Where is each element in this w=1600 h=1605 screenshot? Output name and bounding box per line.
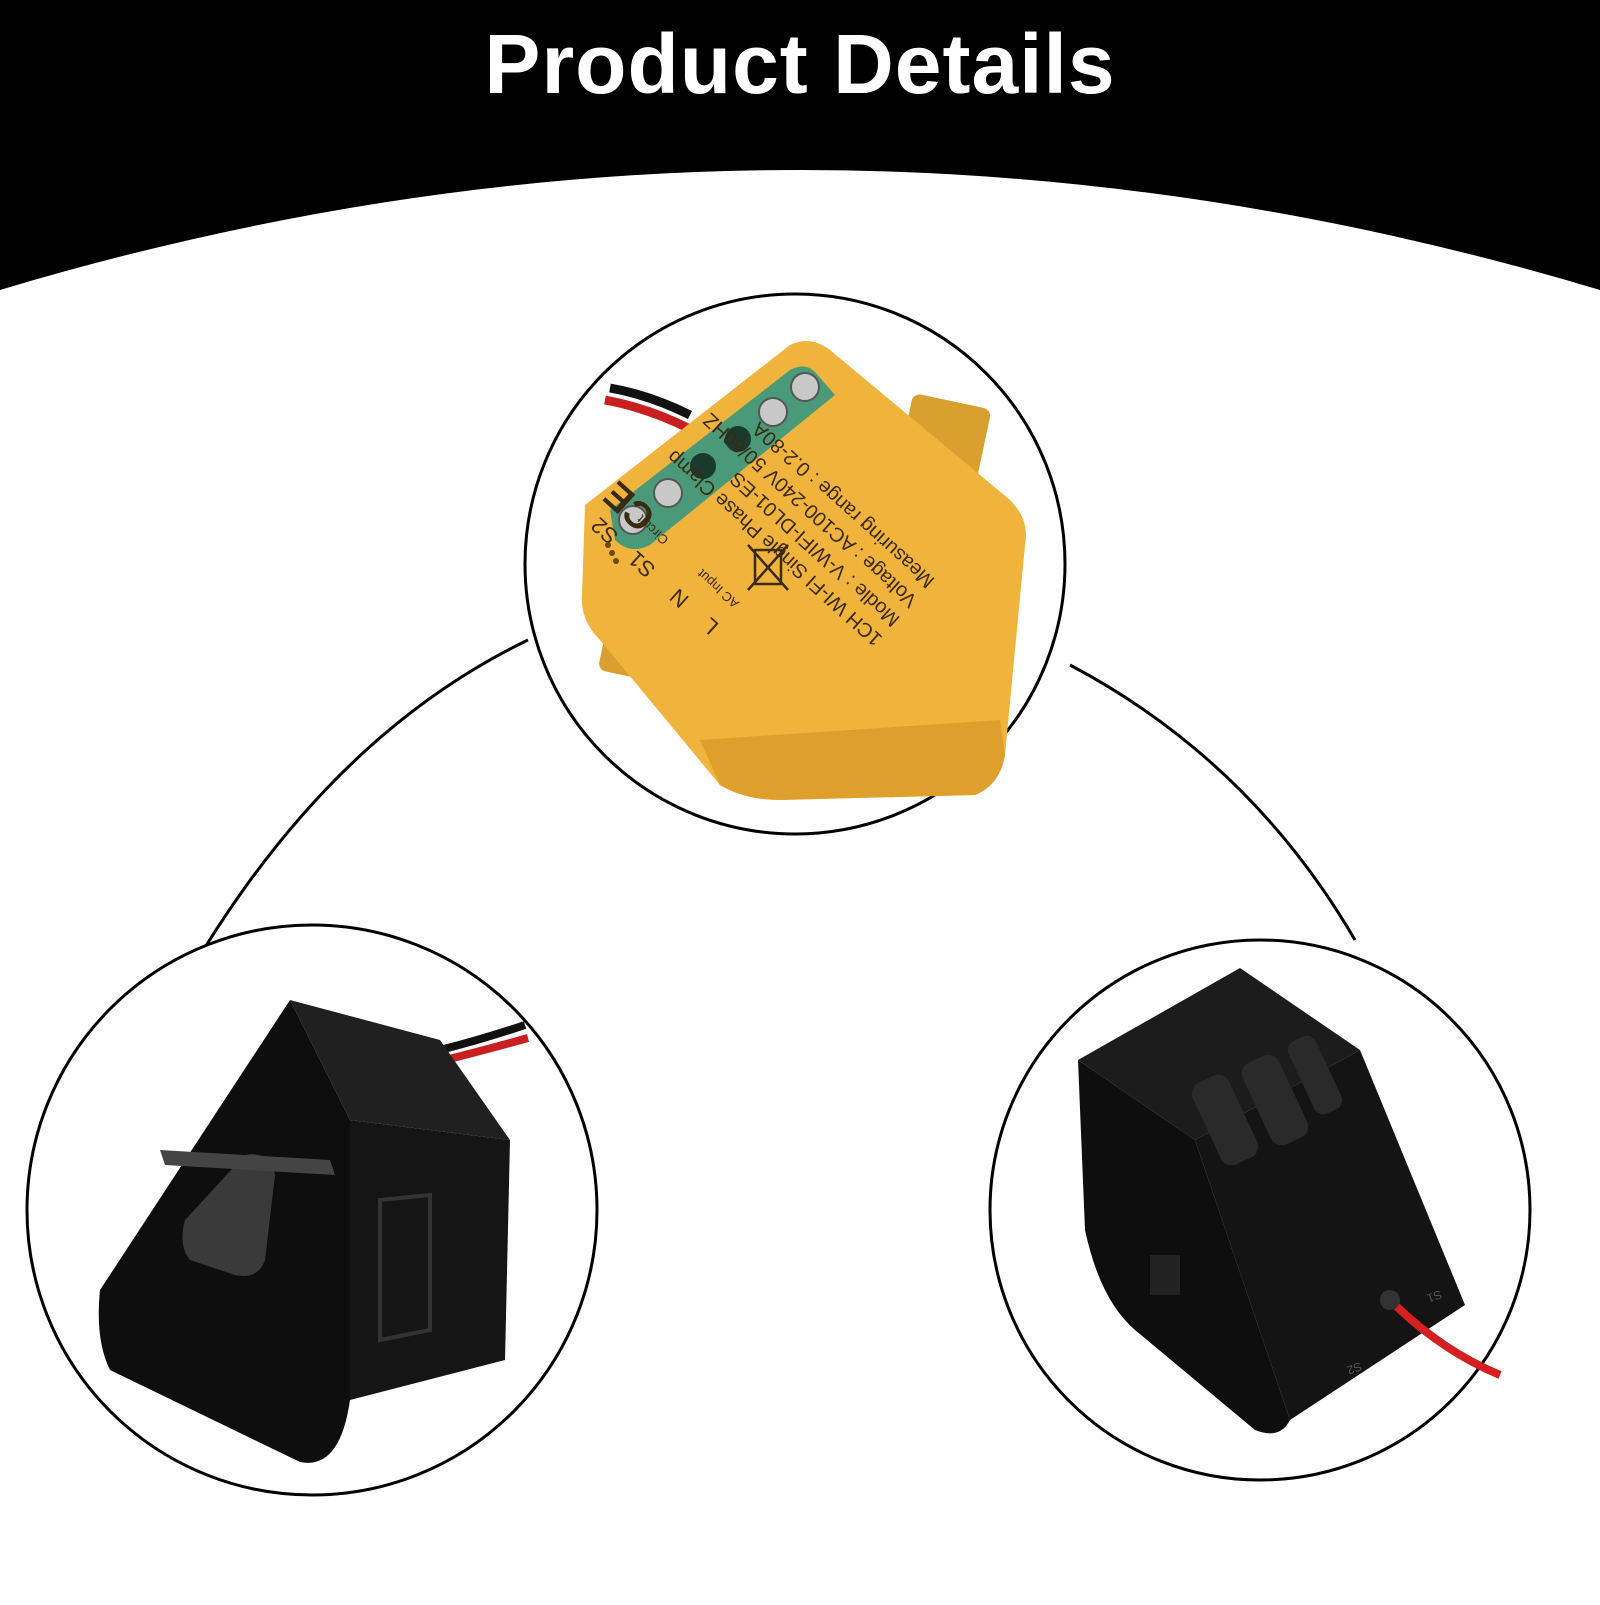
clamp-front-wire-red <box>444 1034 530 1064</box>
clamp-back-circle: S1 S2 <box>988 938 1532 1482</box>
page-title: Product Details <box>484 17 1116 111</box>
clamp-front-top <box>290 1000 510 1140</box>
screw-hole-icon <box>725 426 751 452</box>
clamp-back-photo: S1 S2 <box>1078 968 1502 1434</box>
screw-icon <box>653 478 683 508</box>
clamp-back-side <box>1195 1050 1465 1420</box>
clamp-back-wire-red <box>1387 1297 1502 1379</box>
back-mark-s1: S1 <box>1425 1287 1444 1305</box>
terminal-screws <box>618 372 820 535</box>
clamp-front-circle <box>25 923 599 1497</box>
indicator-dot <box>605 542 611 548</box>
connector-arc-right <box>1069 663 1357 941</box>
module-photo: 1CH WI-FI Single Phase Clamp Modle : V-W… <box>581 341 1026 800</box>
screw-hole-icon <box>690 453 716 479</box>
clamp-back-tab <box>1150 1255 1180 1295</box>
clamp-front-wire-black <box>439 1021 527 1054</box>
clamp-back-top <box>1078 968 1360 1140</box>
indicator-dot <box>613 558 619 564</box>
clamp-front-photo <box>98 1000 530 1463</box>
header-band <box>0 0 1600 290</box>
module-wire-black <box>609 383 693 420</box>
clamp-back-body <box>1078 1060 1290 1434</box>
recycle-bin-icon <box>747 544 789 591</box>
module-circle: 1CH WI-FI Single Phase Clamp Modle : V-W… <box>523 292 1067 836</box>
screw-icon <box>618 505 648 535</box>
clamp-highlight <box>160 1150 335 1175</box>
module-body-shade <box>700 720 1005 800</box>
connector-arc-left <box>188 638 529 973</box>
wire-grommet <box>1380 1290 1400 1310</box>
clamp-latch <box>378 1192 432 1343</box>
clamp-jaw-opening <box>182 1154 275 1276</box>
screw-icon <box>758 397 788 427</box>
hinge-icon <box>1191 1035 1343 1166</box>
screw-icon <box>790 372 820 402</box>
module-wire-red <box>604 395 691 433</box>
back-mark-s2: S2 <box>1345 1359 1364 1377</box>
indicator-dot <box>609 550 615 556</box>
